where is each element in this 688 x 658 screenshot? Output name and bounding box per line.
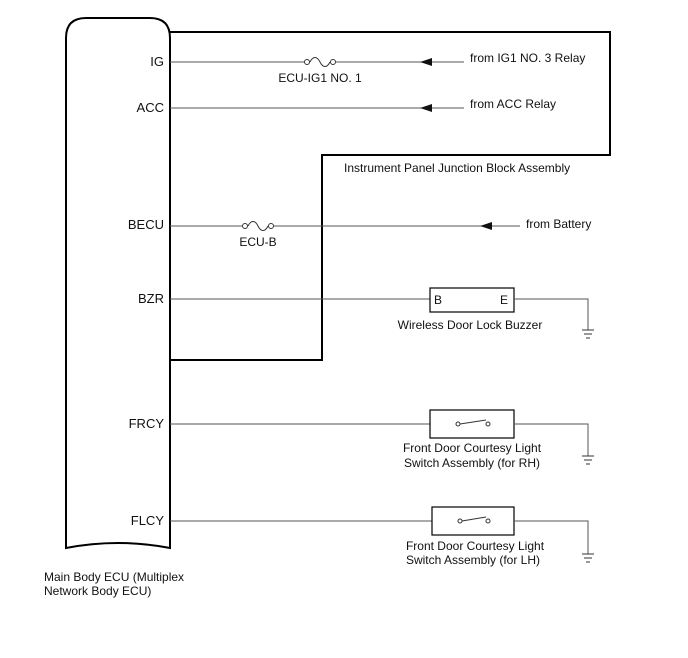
pin-becu-label: BECU [128, 217, 164, 232]
pin-frcy-label: FRCY [129, 416, 165, 431]
flcy-ground-wire [514, 520, 589, 554]
buzzer-pin-b: B [434, 293, 442, 307]
switch-rh-label-line2: Switch Assembly (for RH) [404, 456, 540, 470]
flcy-circuit: FLCY Front Door Courtesy Light Switch As… [131, 506, 594, 567]
bzr-circuit: BZR B E Wireless Door Lock Buzzer [138, 287, 594, 339]
becu-arrow-icon [480, 222, 492, 230]
source-ig1-relay: from IG1 NO. 3 Relay [470, 51, 585, 65]
ground-icon [582, 329, 594, 339]
fuse-ecu-ig1-icon [304, 57, 336, 67]
ecu-label-line1: Main Body ECU (Multiplex [44, 570, 184, 584]
buzzer-ground-wire [514, 298, 589, 330]
switch-contact-icon [455, 419, 491, 427]
ground-icon [582, 553, 594, 563]
switch-contact-icon [457, 516, 491, 524]
switch-lh-label-line2: Switch Assembly (for LH) [406, 553, 540, 567]
acc-circuit: ACC from ACC Relay [137, 97, 556, 115]
junction-block-label: Instrument Panel Junction Block Assembly [344, 161, 570, 175]
source-battery: from Battery [526, 217, 591, 231]
main-body-ecu-outline [65, 17, 171, 550]
fuse-ecu-b-icon [242, 221, 274, 231]
ecu-label-line2: Network Body ECU) [44, 584, 151, 598]
wireless-door-lock-buzzer [429, 287, 515, 313]
buzzer-label: Wireless Door Lock Buzzer [398, 318, 543, 332]
front-door-courtesy-switch-lh [431, 506, 515, 536]
becu-circuit: BECU ECU-B from Battery [128, 217, 591, 249]
pin-acc-label: ACC [137, 100, 164, 115]
pin-ig-label: IG [150, 54, 164, 69]
fuse-ecu-b-label: ECU-B [239, 235, 276, 249]
pin-flcy-label: FLCY [131, 513, 165, 528]
ground-icon [582, 455, 594, 465]
fuse-ecu-ig1-label: ECU-IG1 NO. 1 [278, 71, 362, 85]
ig-circuit: IG ECU-IG1 NO. 1 from IG1 NO. 3 Relay [150, 51, 585, 85]
switch-lh-label-line1: Front Door Courtesy Light [406, 539, 545, 553]
frcy-circuit: FRCY Front Door Courtesy Light Switch As… [129, 409, 594, 470]
ig-arrow-icon [420, 58, 432, 66]
acc-arrow-icon [420, 104, 432, 112]
source-acc-relay: from ACC Relay [470, 97, 556, 111]
frcy-ground-wire [514, 423, 589, 456]
buzzer-pin-e: E [500, 293, 508, 307]
front-door-courtesy-switch-rh [429, 409, 515, 439]
pin-bzr-label: BZR [138, 291, 164, 306]
switch-rh-label-line1: Front Door Courtesy Light [403, 441, 542, 455]
junction-block-outline [170, 31, 611, 361]
